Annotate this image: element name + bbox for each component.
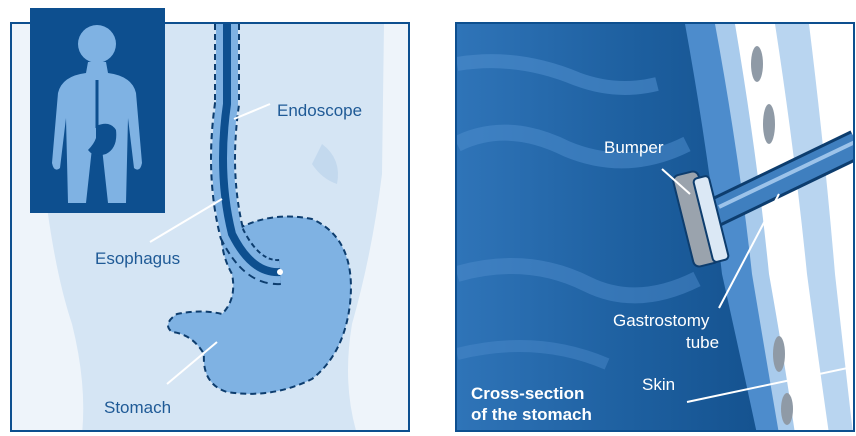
cross-section-panel: Bumper Gastrostomy tube Skin Cross-secti… [455,22,855,432]
tissue-oval [751,46,763,82]
body-location-inset [30,8,165,213]
cross-section-illustration: Bumper Gastrostomy tube Skin Cross-secti… [457,24,855,432]
skin-label: Skin [642,375,675,394]
human-figure [30,8,165,213]
caption-line2: of the stomach [471,405,592,424]
gastrostomy-label-line2: tube [686,333,719,352]
caption-line1: Cross-section [471,384,584,403]
tissue-oval [773,336,785,372]
tissue-oval [781,393,793,425]
endoscope-label: Endoscope [277,101,362,120]
bumper-label: Bumper [604,138,664,157]
figure-head [78,25,116,63]
endoscope-tip [277,269,283,275]
stomach-label: Stomach [104,398,171,417]
gastrostomy-label-line1: Gastrostomy [613,311,710,330]
esophagus-label: Esophagus [95,249,180,268]
tissue-oval [763,104,775,144]
